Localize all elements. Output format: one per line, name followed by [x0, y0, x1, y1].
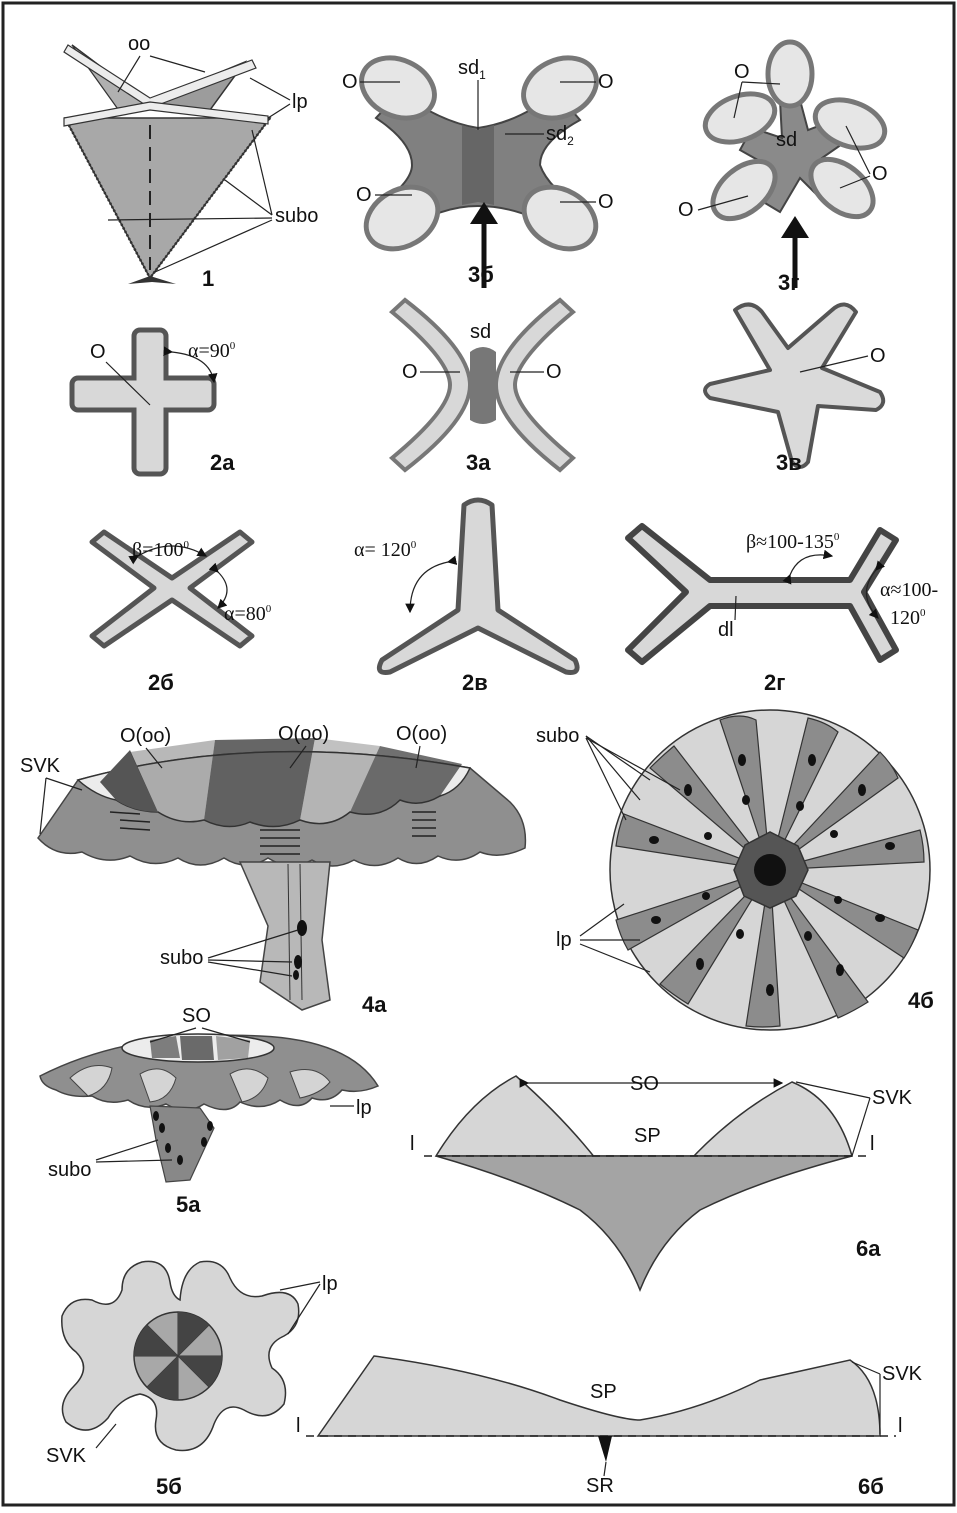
label-O-3g-1: O	[734, 61, 750, 83]
label-O-3a-1: O	[402, 361, 418, 383]
label-oo: oo	[128, 33, 150, 55]
fig-label-3g: 3г	[778, 270, 799, 295]
fig-label-2g: 2г	[764, 670, 785, 695]
figure-3a: sd O O 3а	[392, 300, 573, 475]
label-l-6b-right: l	[898, 1415, 902, 1437]
label-SVK-5b: SVK	[46, 1445, 87, 1467]
label-lp-1: lp	[292, 91, 308, 113]
fig-label-6a: 6а	[856, 1236, 881, 1261]
label-sd1: sd1	[458, 57, 486, 82]
figure-2b: β=1000 α=800 2б	[92, 532, 272, 695]
figure-2v: α= 1200 2в	[354, 500, 577, 695]
label-subo-1: subo	[275, 205, 318, 227]
angle-alpha-90: α=900	[188, 340, 236, 362]
figure-6b: SP SVK l l SR 6б	[296, 1356, 923, 1499]
figure-3v: O 3в	[705, 304, 886, 475]
label-O-3a-2: O	[546, 361, 562, 383]
label-SVK-4a: SVK	[20, 755, 61, 777]
fig-label-3a: 3а	[466, 450, 491, 475]
label-sd-3a: sd	[470, 321, 491, 343]
fig-label-4b: 4б	[908, 988, 934, 1013]
label-lp-5a: lp	[356, 1097, 372, 1119]
figure-4b: subo lp 4б	[536, 710, 934, 1030]
figure-3b: O O O O sd1 sd2 3б	[342, 47, 614, 288]
angle-alpha-120: α= 1200	[354, 539, 417, 561]
label-l-6a-left: l	[410, 1133, 414, 1155]
fig-label-2b: 2б	[148, 670, 174, 695]
angle-beta-100: β=1000	[132, 539, 189, 561]
fig-label-1: 1	[202, 266, 214, 291]
label-O-3b-3: O	[356, 184, 372, 206]
angle-alpha-100-120-b: 1200	[890, 607, 926, 629]
label-subo-4b: subo	[536, 725, 579, 747]
fig-label-6b: 6б	[858, 1474, 884, 1499]
label-O-3g-2: O	[872, 163, 888, 185]
label-O-3v: O	[870, 345, 886, 367]
figure-5a: SO lp subo 5а	[40, 1005, 378, 1217]
label-O-oo-4a-1: O(oo)	[120, 725, 171, 747]
figure-2a: O α=900 2а	[72, 330, 236, 475]
angle-beta-100-135: β≈100-1350	[746, 531, 840, 553]
label-lp-5b: lp	[322, 1273, 338, 1295]
fig-label-2a: 2а	[210, 450, 235, 475]
fig-label-2v: 2в	[462, 670, 488, 695]
label-SP-6b: SP	[590, 1381, 617, 1403]
fig-label-3v: 3в	[776, 450, 802, 475]
label-SVK-6b: SVK	[882, 1363, 923, 1385]
label-subo-5a: subo	[48, 1159, 91, 1181]
figure-6a: SO SP SVK l l 6а	[410, 1073, 913, 1290]
label-l-6a-right: l	[870, 1133, 874, 1155]
label-dl: dl	[718, 619, 734, 641]
fig-label-4a: 4а	[362, 992, 387, 1017]
fig-label-3b: 3б	[468, 262, 494, 287]
label-O-3g-3: O	[678, 199, 694, 221]
label-O-2a: O	[90, 341, 106, 363]
label-O-3b-4: O	[598, 191, 614, 213]
label-SP-6a: SP	[634, 1125, 661, 1147]
angle-alpha-80: α=800	[224, 603, 272, 625]
label-O-oo-4a-2: O(oo)	[278, 723, 329, 745]
fig-label-5a: 5а	[176, 1192, 201, 1217]
label-lp-4b: lp	[556, 929, 572, 951]
label-SO-6a: SO	[630, 1073, 659, 1095]
figure-1: oo lp subo 1	[64, 33, 318, 291]
figure-3g: sd O O O 3г	[678, 42, 891, 295]
label-sd-3g: sd	[776, 129, 797, 151]
figure-2g: β≈100-1350 α≈100- 1200 dl 2г	[628, 526, 938, 695]
figure-4a: O(oo) O(oo) O(oo) SVK subo 4а	[20, 723, 525, 1017]
label-O-oo-4a-3: O(oo)	[396, 723, 447, 745]
angle-alpha-100-120-a: α≈100-	[880, 579, 938, 601]
label-O-3b-1: O	[342, 71, 358, 93]
label-l-6b-left: l	[296, 1415, 300, 1437]
label-subo-4a: subo	[160, 947, 203, 969]
label-O-3b-2: O	[598, 71, 614, 93]
label-SR: SR	[586, 1475, 614, 1497]
label-SVK-6a: SVK	[872, 1087, 913, 1109]
fig-label-5b: 5б	[156, 1474, 182, 1499]
label-SO-5a: SO	[182, 1005, 211, 1027]
figure-5b: lp SVK 5б	[46, 1261, 338, 1499]
